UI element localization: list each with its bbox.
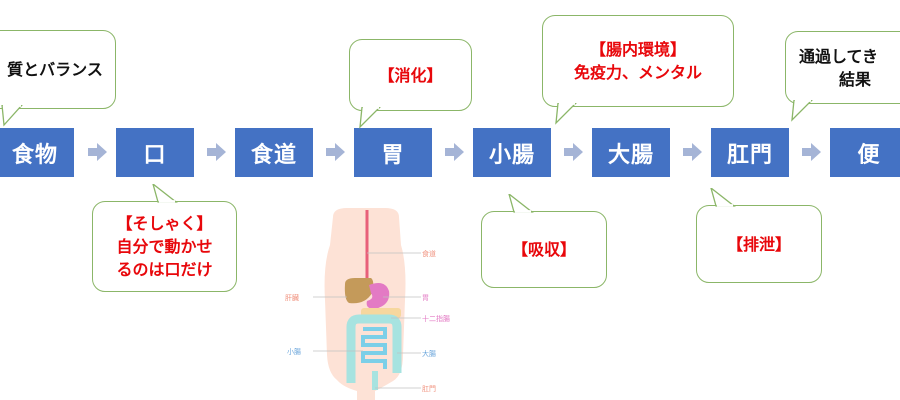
callout-quality-balance-text: 質とバランス: [7, 60, 103, 79]
flow-arrow-1: [88, 143, 107, 161]
step-stool: 便: [830, 128, 900, 177]
label-large-intestine: 大腸: [422, 349, 436, 358]
callout-gut-environment-line2: 免疫力、メンタル: [573, 63, 702, 82]
step-esophagus: 食道: [235, 128, 313, 177]
callout-result: 通過してき 結果: [785, 31, 900, 104]
step-large-intestine: 大腸: [592, 128, 670, 177]
step-food: 食物: [0, 128, 74, 177]
callout-tail-chewing: [152, 184, 178, 203]
flow-arrow-7: [802, 143, 821, 161]
step-small-intestine: 小腸: [473, 128, 551, 177]
flow-arrow-2: [207, 143, 226, 161]
liver-shape: [344, 278, 374, 304]
flow-arrow-6: [683, 143, 702, 161]
callout-tail-absorption: [508, 194, 534, 213]
callout-absorption: 【吸収】: [481, 211, 607, 288]
step-anus: 肛門: [711, 128, 789, 177]
callout-gut-environment: 【腸内環境】 免疫力、メンタル: [542, 15, 734, 107]
label-esophagus: 食道: [422, 249, 436, 258]
callout-quality-balance: 質とバランス: [0, 30, 116, 109]
small-intestine-shape: [361, 327, 387, 369]
callout-gut-environment-line1: 【腸内環境】: [589, 40, 686, 59]
callout-tail-excretion: [710, 188, 736, 207]
callout-chewing: 【そしゃく】 自分で動かせ るのは口だけ: [92, 201, 237, 292]
flow-arrow-5: [564, 143, 583, 161]
callout-chewing-line2: 自分で動かせ: [116, 237, 213, 256]
step-mouth: 口: [116, 128, 194, 177]
label-anus: 肛門: [422, 385, 436, 393]
callout-result-line1: 通過してき: [799, 46, 879, 66]
callout-excretion-text: 【排泄】: [726, 234, 791, 254]
callout-tail-result: [791, 100, 813, 122]
callout-chewing-line1: 【そしゃく】: [116, 214, 213, 233]
callout-tail-digestion: [359, 107, 381, 129]
callout-tail-gut-environment: [555, 103, 577, 125]
large-intestine-shape: [346, 314, 402, 383]
digestive-system-illustration: 食道 肝臓 胃 十二指腸 小腸 大腸 肛門: [285, 208, 450, 400]
flow-arrow-3: [326, 143, 345, 161]
flow-arrow-4: [445, 143, 464, 161]
label-small-intestine: 小腸: [287, 347, 301, 356]
label-liver: 肝臓: [285, 293, 299, 302]
callout-tail-quality: [1, 105, 23, 127]
label-stomach: 胃: [422, 294, 429, 302]
callout-excretion: 【排泄】: [696, 205, 822, 283]
callout-digestion: 【消化】: [349, 39, 472, 111]
callout-digestion-text: 【消化】: [378, 65, 443, 85]
callout-chewing-line3: るのは口だけ: [116, 260, 213, 279]
stomach-shape: [366, 283, 390, 309]
callout-absorption-text: 【吸収】: [511, 240, 576, 259]
step-stomach: 胃: [354, 128, 432, 177]
callout-result-line2: 結果: [839, 69, 872, 89]
label-duodenum: 十二指腸: [422, 314, 450, 323]
